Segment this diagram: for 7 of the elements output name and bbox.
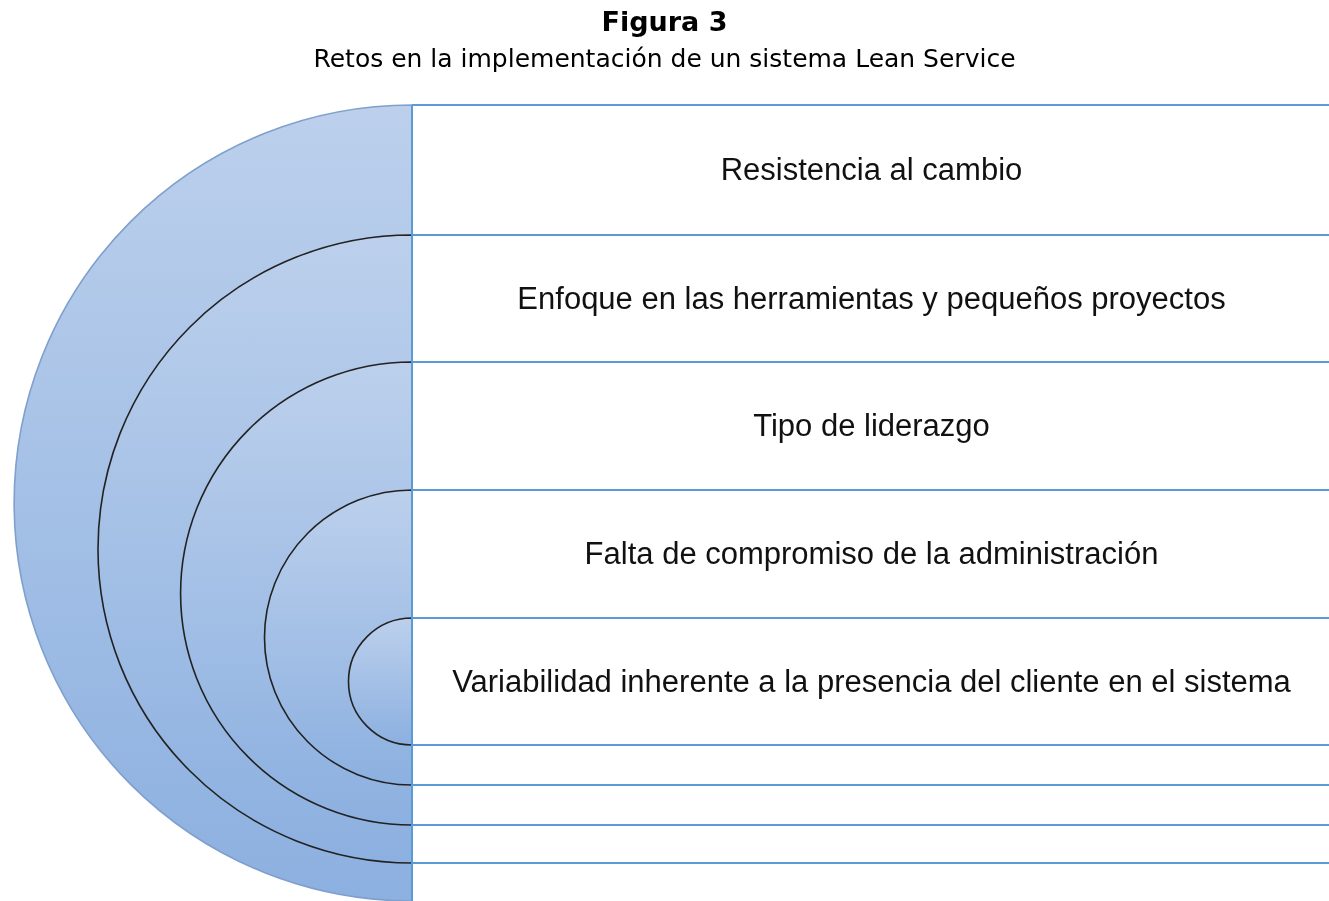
- challenge-label: Enfoque en las herramientas y pequeños proyectos: [516, 279, 1227, 318]
- challenge-label: Variabilidad inherente a la presencia del cliente en el sistema: [451, 662, 1292, 701]
- challenge-label: Tipo de liderazgo: [752, 407, 991, 446]
- figure-title: Figura 3: [600, 6, 729, 37]
- figure-subtitle: Retos en la implementación de un sistema Lean Service: [312, 44, 1017, 73]
- challenge-label: Resistencia al cambio: [719, 151, 1024, 190]
- challenge-label: Falta de compromiso de la administración: [583, 535, 1160, 574]
